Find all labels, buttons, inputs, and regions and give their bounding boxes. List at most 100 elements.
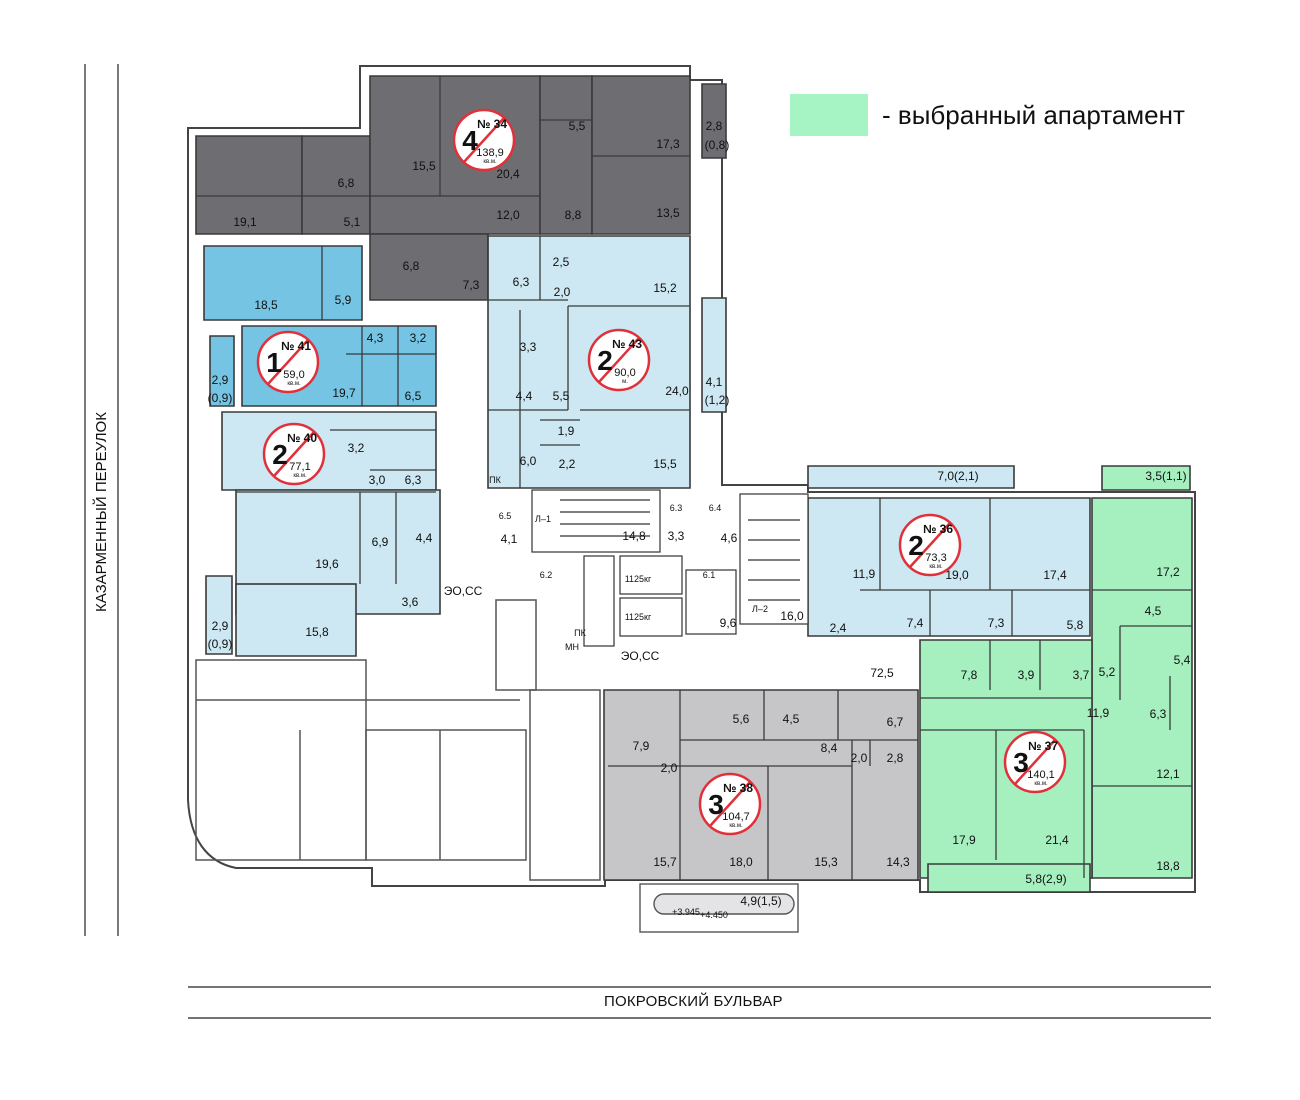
service-label: Л–1 — [535, 514, 551, 524]
apt-40-balcony[interactable] — [205, 575, 233, 655]
room-area-label: 6,9 — [372, 535, 389, 549]
apt-37-fill[interactable] — [1091, 497, 1193, 879]
room-area-label: 2,8 — [887, 751, 904, 765]
apartment-rooms: 1 — [266, 347, 282, 378]
street-frame — [84, 64, 1211, 1019]
apartment-area-unit: кв.м. — [1034, 781, 1048, 787]
room-area-label: 7,8 — [961, 668, 978, 682]
service-label: +4.450 — [700, 910, 728, 920]
apartment-number: № 40 — [287, 431, 317, 445]
room-area-label: 17,9 — [952, 833, 976, 847]
room-area-label: 5,6 — [733, 712, 750, 726]
service-label: 6.1 — [703, 570, 716, 580]
apartment-rooms: 2 — [272, 439, 288, 470]
service-label: 1125кг — [625, 612, 652, 622]
room-area-label: 11,9 — [853, 567, 876, 581]
room-area-label: 19,7 — [332, 386, 356, 400]
room-area-label: 8,4 — [821, 741, 838, 755]
legend: - выбранный апартамент — [790, 94, 1185, 136]
apartment-number: № 34 — [477, 117, 507, 131]
marker-slash — [463, 117, 505, 163]
room-area-label: 2,5 — [553, 255, 570, 269]
room-area-label: 3,2 — [410, 331, 427, 345]
room-area-label: 5,9 — [335, 293, 352, 307]
lower-left-block — [195, 599, 601, 881]
room-area-label: 4,4 — [416, 531, 433, 545]
apt-43-balcony[interactable] — [701, 297, 727, 413]
room-area-label: 12,1 — [1156, 767, 1180, 781]
street-bottom: ПОКРОВСКИЙ БУЛЬВАР — [604, 993, 783, 1010]
room-area-label: 2,9 — [212, 619, 229, 633]
service-label: Л–2 — [752, 604, 768, 614]
room-area-label: 2,8 — [706, 119, 723, 133]
room-area-label: 2,9 — [212, 373, 229, 387]
marker-slash — [1014, 739, 1056, 785]
marker-slash — [267, 339, 309, 385]
marker-slash — [909, 522, 951, 568]
room-area-label: 3,9 — [1018, 668, 1035, 682]
room-area-label: 3,3 — [668, 529, 685, 543]
room-area-label: 15,3 — [814, 855, 838, 869]
room-area-label: 21,4 — [1045, 833, 1069, 847]
apt-38-fill[interactable] — [603, 689, 919, 881]
marker-slash — [598, 337, 640, 383]
room-area-label: 3,5(1,1) — [1145, 469, 1186, 483]
apt-37-balcony[interactable] — [927, 863, 1091, 893]
apartment-rooms: 2 — [597, 345, 613, 376]
stair-core — [531, 489, 809, 647]
room-area-label: 2,0 — [851, 751, 868, 765]
room-area-label: 15,8 — [305, 625, 329, 639]
apt-36-balcony[interactable] — [807, 465, 1015, 489]
partition-walls — [196, 76, 1192, 880]
apt-41-balcony[interactable] — [209, 335, 235, 407]
room-area-label: 6,3 — [405, 473, 422, 487]
service-label: 6.5 — [499, 511, 512, 521]
service-label: ПК — [489, 475, 501, 485]
room-area-label: 15,5 — [653, 457, 677, 471]
room-area-label: 2,2 — [559, 457, 576, 471]
room-area-label: 4,3 — [367, 331, 384, 345]
room-area-label: 2,4 — [830, 621, 847, 635]
room-area-label: 5,8 — [1067, 618, 1084, 632]
room-area-label: 7,9 — [633, 739, 650, 753]
room-area-label: 4,9(1,5) — [740, 894, 781, 908]
room-area-label: 3,3 — [520, 340, 537, 354]
service-label: ПК — [574, 628, 586, 638]
apt-40-fill[interactable] — [235, 489, 441, 615]
room-area-label: 5,4 — [1174, 653, 1191, 667]
room-area-label: 5,5 — [569, 119, 586, 133]
balcony-38 — [639, 883, 799, 933]
room-area-label: 72,5 — [870, 666, 894, 680]
room-area-label: 2,0 — [554, 285, 571, 299]
room-area-label: 6,3 — [1150, 707, 1167, 721]
apt-34-fill[interactable] — [591, 75, 691, 235]
room-area-label: 6,0 — [520, 454, 537, 468]
apartment-area: 77,1 — [289, 461, 310, 473]
apt-34-balcony[interactable] — [701, 83, 727, 159]
apartment-area-unit: кв.м. — [293, 473, 307, 479]
apt-37-balcony[interactable] — [1101, 465, 1191, 491]
apartment-marker-a40[interactable]: 2№ 40 77,1кв.м. — [262, 422, 326, 486]
room-area-label: 15,7 — [653, 855, 677, 869]
room-area-label: 1,9 — [558, 424, 575, 438]
apt-41-fill[interactable] — [203, 245, 363, 321]
street-left: КАЗАРМЕННЫЙ ПЕРЕУЛОК — [93, 412, 110, 612]
room-area-label: 5,2 — [1099, 665, 1116, 679]
room-area-label: 19,6 — [315, 557, 339, 571]
service-label: +3.945 — [672, 907, 700, 917]
room-area-label: ЭО,СС — [444, 584, 483, 598]
apt-40-fill[interactable] — [235, 583, 357, 657]
apartment-number: № 36 — [923, 522, 953, 536]
room-area-label: 5,8(2,9) — [1025, 872, 1066, 886]
apartment-area-unit: м. — [622, 379, 628, 385]
room-area-label: 17,3 — [656, 137, 680, 151]
apartment-rooms: 2 — [908, 530, 924, 561]
room-area-label: 3,6 — [402, 595, 419, 609]
